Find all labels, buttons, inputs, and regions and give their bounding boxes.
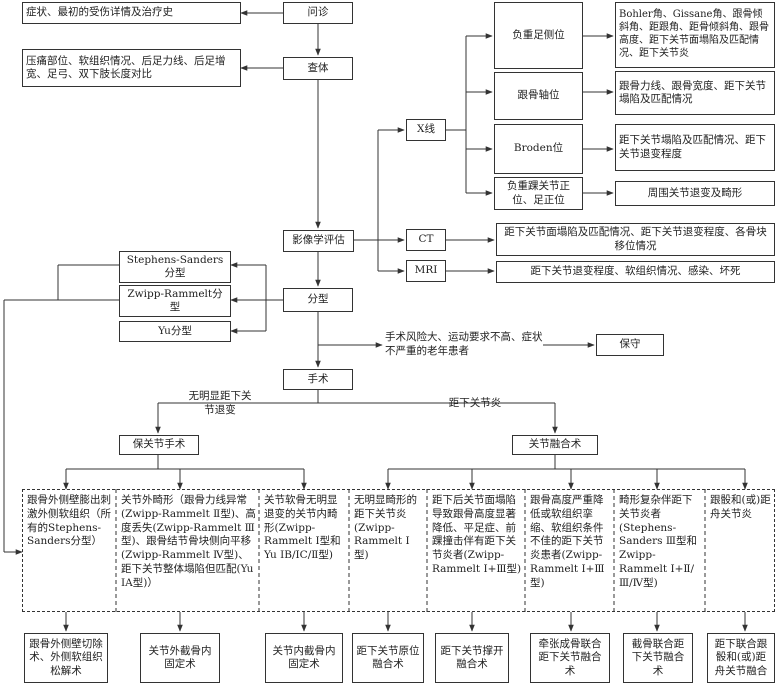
- procedure-osteotomy-fusion: 截骨联合距下关节融合术: [623, 633, 693, 683]
- node-ankle-view: 负重踝关节正位、足正位: [494, 177, 583, 210]
- node-axial-detail: 跟骨力线、跟骨宽度、距下关节塌陷及匹配情况: [615, 71, 775, 115]
- node-xray: X线: [406, 119, 446, 141]
- procedure-lateral-wall-resection: 跟骨外侧壁切除术、外侧软组织松解术: [24, 633, 108, 683]
- node-classification: 分型: [283, 288, 353, 312]
- label-arthritis: 距下关节炎: [448, 397, 502, 409]
- node-conservative: 保守: [596, 334, 664, 356]
- node-mri: MRI: [406, 260, 446, 282]
- procedure-distraction-fusion: 距下关节撑开融合术: [435, 633, 509, 683]
- node-ct-detail: 距下关节面塌陷及匹配情况、距下关节退变程度、各骨块移位情况: [496, 223, 775, 256]
- indication-complex-deformity: 畸形复杂伴距下关节炎者(Stephens-Sanders Ⅲ型和Zwipp-Ra…: [619, 494, 698, 589]
- node-axial-view: 跟骨轴位: [494, 72, 583, 120]
- indication-adjacent-arthritis: 跟骰和(或)距舟关节炎: [710, 494, 771, 520]
- node-class-zwipp: Zwipp-Rammelt分型: [119, 285, 231, 317]
- indication-collapse-arthritis: 距下后关节面塌陷导致跟骨高度显著降低、平足症、前踝撞击伴有距下关节炎者(Zwip…: [432, 494, 522, 575]
- procedure-in-situ-fusion: 距下关节原位融合术: [352, 633, 424, 683]
- indication-extra-articular: 关节外畸形（跟骨力线异常(Zwipp-Rammelt Ⅱ型)、高度丢失(Zwip…: [121, 494, 256, 589]
- indication-simple-arthritis: 无明显畸形的距下关节炎(Zwipp-Rammelt Ⅰ型): [354, 494, 417, 562]
- node-preserve: 保关节手术: [119, 435, 199, 455]
- node-ankle-detail: 周围关节退变及畸形: [615, 181, 775, 206]
- node-consult: 问诊: [283, 2, 353, 24]
- procedure-osteogenesis-fusion: 牵张成骨联合距下关节融合术: [530, 633, 610, 683]
- node-broden-detail: 距下关节塌陷及匹配情况、距下关节退变程度: [615, 124, 775, 171]
- node-history: 症状、最初的受伤详情及治疗史: [22, 2, 241, 24]
- node-fusion: 关节融合术: [512, 435, 598, 455]
- node-exam: 查体: [283, 57, 353, 80]
- node-ct: CT: [406, 229, 446, 251]
- node-exam-items: 压痛部位、软组织情况、后足力线、后足增宽、足弓、双下肢长度对比: [22, 49, 241, 87]
- indication-lateral-wall: 跟骨外侧壁膨出刺激外侧软组织（所有的Stephens-Sanders分型）: [27, 494, 111, 548]
- node-class-stephens: Stephens-Sanders分型: [119, 251, 231, 283]
- node-lateral-detail: Bohler角、Gissane角、跟骨倾斜角、距跟角、距骨倾斜角、跟骨高度、距下…: [615, 2, 775, 68]
- label-conservative-criteria: 手术风险大、运动要求不高、症状不严重的老年患者: [385, 331, 543, 357]
- node-mri-detail: 距下关节退变程度、软组织情况、感染、坏死: [496, 261, 775, 283]
- procedure-intra-articular-osteotomy: 关节内截骨内固定术: [265, 633, 343, 683]
- procedure-extra-articular-osteotomy: 关节外截骨内固定术: [140, 633, 220, 683]
- node-broden-view: Broden位: [494, 124, 583, 174]
- node-imaging: 影像学评估: [283, 230, 354, 252]
- node-lateral-view: 负重足侧位: [494, 2, 583, 69]
- indication-intra-articular: 关节软骨无明显退变的关节内畸形(Zwipp-Rammelt Ⅰ型和Yu ⅠB/Ⅰ…: [264, 494, 341, 562]
- procedure-combined-fusion: 距下联合跟骰和(或)距舟关节融合: [707, 633, 775, 683]
- node-surgery: 手术: [283, 369, 353, 390]
- indication-soft-tissue-arthritis: 跟骨高度严重降低或软组织挛缩、软组织条件不佳的距下关节炎患者(Zwipp-Ram…: [530, 494, 605, 589]
- node-class-yu: Yu分型: [119, 321, 231, 342]
- label-no-arthritis: 无明显距下关节退变: [188, 390, 252, 416]
- indications-group: [22, 489, 775, 612]
